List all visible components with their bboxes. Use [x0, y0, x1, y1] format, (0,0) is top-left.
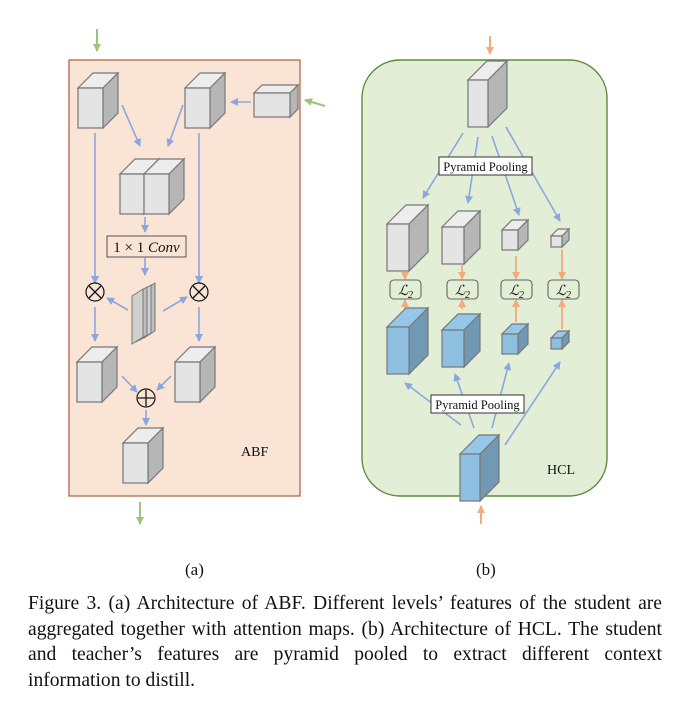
teacher-pooled-cube-2 — [440, 209, 482, 266]
abf-label: ABF — [241, 445, 268, 460]
student-pooled-cube-4 — [549, 329, 571, 351]
bottom-pyramid-pooling-box: Pyramid Pooling — [430, 394, 525, 414]
feature-cube-level1 — [76, 71, 120, 130]
l2-loss-label: ℒ2 — [398, 284, 413, 301]
abf-arrows — [91, 98, 251, 426]
abf-block — [68, 59, 301, 497]
l2-loss-box: ℒ2 — [500, 279, 533, 301]
multiply-left-icon — [85, 282, 105, 302]
teacher-pooled-cube-1 — [385, 203, 430, 273]
sublabel-b: (b) — [476, 560, 496, 579]
l2-loss-box: ℒ2 — [446, 279, 479, 301]
hcl-label: HCL — [547, 463, 575, 478]
top-pyramid-pooling-box: Pyramid Pooling — [438, 156, 533, 176]
teacher-feature-cube — [466, 59, 509, 129]
sublabel-a: (a) — [185, 560, 204, 579]
concat-cube-right — [142, 157, 186, 216]
student-pooled-cube-3 — [500, 322, 530, 356]
caption-text: Figure 3. (a) Architecture of ABF. Diffe… — [28, 593, 662, 691]
fused-output-cube — [121, 426, 165, 485]
figure-caption: Figure 3. (a) Architecture of ABF. Diffe… — [28, 591, 662, 693]
l2-loss-label: ℒ2 — [455, 284, 470, 301]
student-feature-cube — [458, 433, 501, 503]
attention-maps-icon — [131, 282, 156, 345]
l2-loss-box: ℒ2 — [389, 279, 422, 301]
panel-hcl: Pyramid Pooling Pyramid Pooling ℒ2 ℒ2 ℒ2 ℒ2… — [361, 36, 608, 524]
conv-1x1-box: 1 × 1 Conv — [106, 235, 187, 258]
weighted-cube-right — [173, 345, 217, 404]
l2-loss-box: ℒ2 — [547, 279, 580, 301]
figure-diagram: 1 × 1 Conv ABF — [68, 29, 608, 525]
feature-cube-level2 — [183, 71, 227, 130]
student-pooled-cube-1 — [385, 306, 430, 376]
conv-label-prefix: 1 × 1 — [113, 240, 148, 256]
add-icon — [136, 388, 156, 408]
weighted-cube-left — [75, 345, 119, 404]
teacher-pooled-cube-4 — [549, 227, 571, 249]
student-pooled-cube-2 — [440, 312, 482, 369]
conv-label-italic: Conv — [148, 240, 180, 256]
l2-loss-label: ℒ2 — [556, 284, 571, 301]
hcl-loss-arrows — [401, 250, 566, 329]
abf-side-input-arrow — [304, 98, 326, 107]
panel-abf: 1 × 1 Conv ABF — [68, 29, 326, 525]
l2-loss-label: ℒ2 — [509, 284, 524, 301]
teacher-pooled-cube-3 — [500, 218, 530, 252]
svg-text:1 × 1 Conv: 1 × 1 Conv — [113, 240, 180, 256]
feature-cube-level3-input — [252, 83, 300, 119]
bottom-pyramid-pooling-label: Pyramid Pooling — [435, 398, 520, 412]
multiply-right-icon — [189, 282, 209, 302]
top-pyramid-pooling-label: Pyramid Pooling — [443, 160, 528, 174]
